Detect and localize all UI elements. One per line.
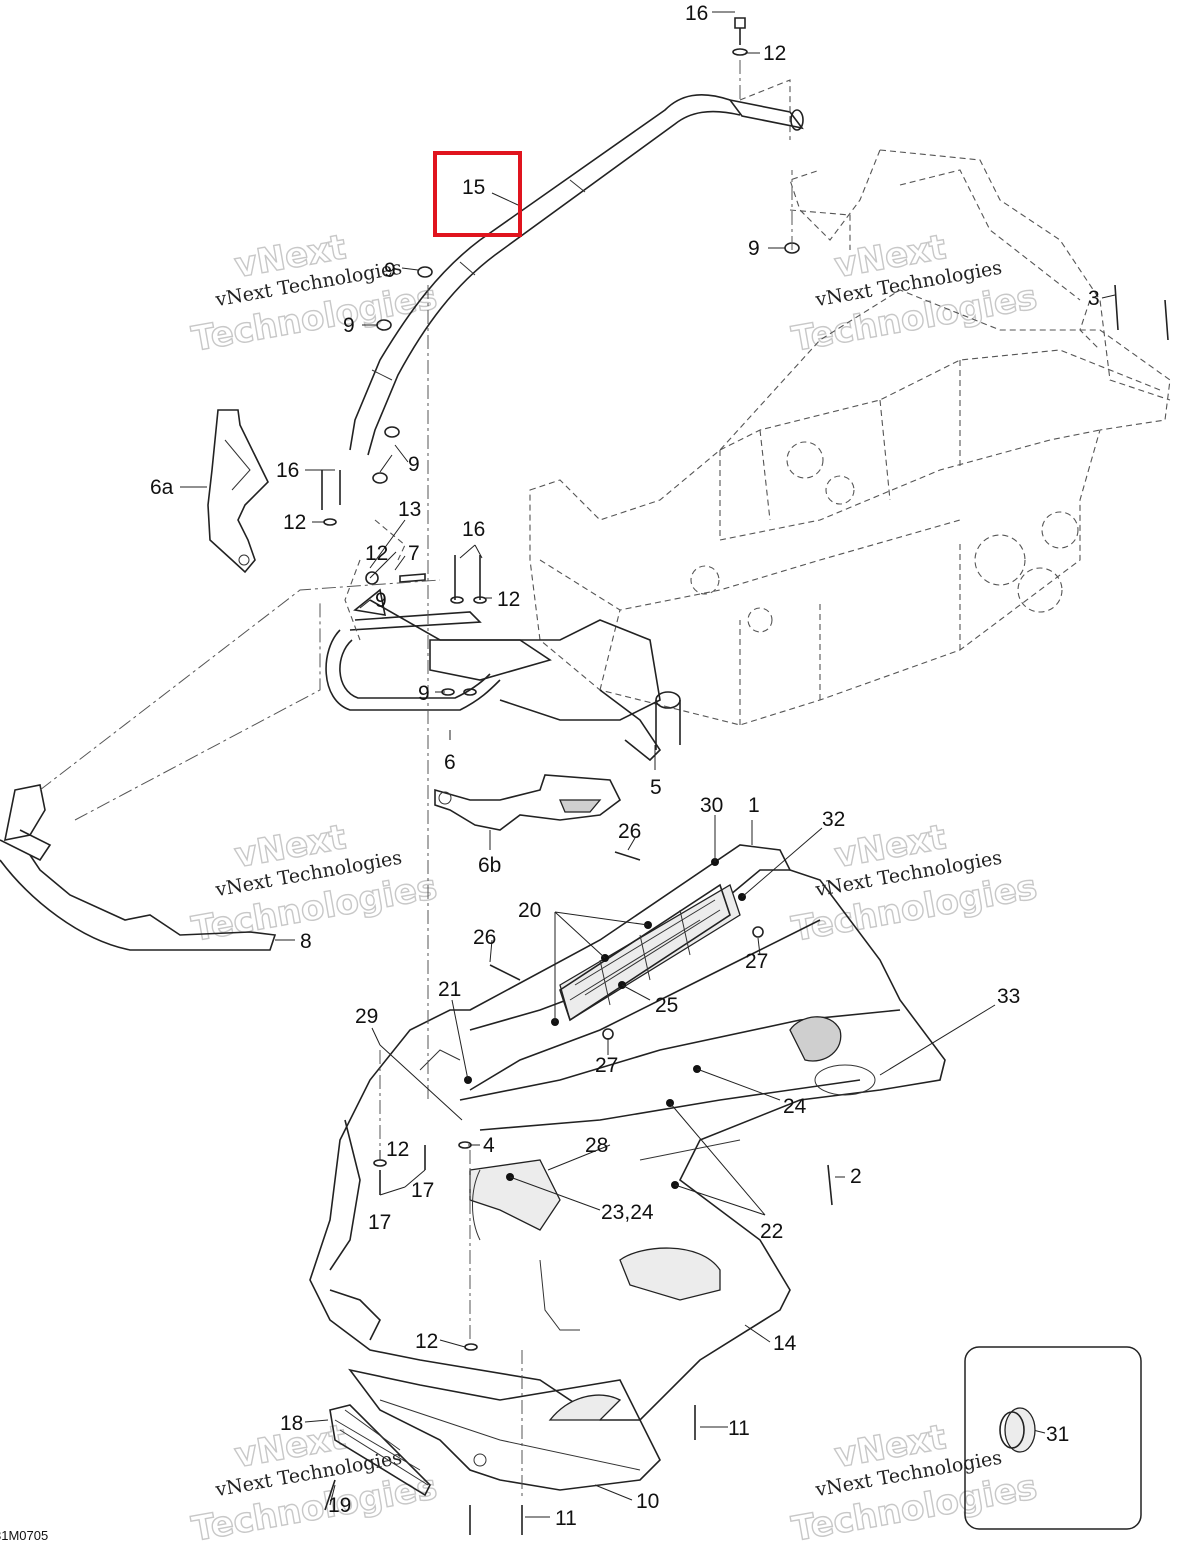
callout-23-24: 23,24	[601, 1201, 654, 1224]
callout-6a: 6a	[150, 476, 174, 499]
highlight-box	[433, 151, 522, 237]
callout-13: 13	[398, 498, 421, 521]
bumper-structure	[325, 519, 681, 762]
callout-12e: 12	[386, 1138, 409, 1161]
callout-14: 14	[773, 1332, 797, 1355]
callout-9a: 9	[384, 259, 396, 282]
callout-30: 30	[700, 794, 723, 817]
callout-28: 28	[585, 1134, 608, 1157]
watermark-top-right: vNext Technologies vNext Technologies	[788, 227, 1041, 361]
callout-12b: 12	[283, 511, 306, 534]
callout-11a: 11	[728, 1417, 750, 1440]
callout-labels: 16 12 15 9 9 9 3 6a 9 16 13 12 12 7 16 1…	[150, 2, 1100, 1530]
skid-plate-part-10	[348, 1368, 661, 1491]
callout-8: 8	[300, 930, 312, 953]
steering-bar-part-15	[349, 79, 804, 456]
watermark-top-left: vNext Technologies vNext Technologies	[188, 227, 441, 361]
callout-12d: 12	[497, 588, 520, 611]
callout-27a: 27	[745, 950, 768, 973]
callout-20: 20	[518, 899, 541, 922]
leader-lines	[180, 11, 1116, 1518]
callout-12a: 12	[763, 42, 786, 65]
callout-18: 18	[280, 1412, 303, 1435]
callout-11b: 11	[555, 1507, 577, 1530]
callout-16b: 16	[276, 459, 299, 482]
callout-4: 4	[483, 1134, 495, 1157]
callout-7: 7	[408, 542, 420, 565]
callout-27b: 27	[595, 1054, 618, 1077]
callout-17b: 17	[368, 1211, 391, 1234]
fastener-symbols	[321, 17, 1169, 1535]
front-bumper-part-8	[0, 579, 441, 951]
callout-12f: 12	[415, 1330, 438, 1353]
callout-9d: 9	[408, 453, 420, 476]
callout-9c: 9	[748, 237, 760, 260]
watermark-mid-right: vNext Technologies vNext Technologies	[788, 817, 1041, 951]
callout-25: 25	[655, 994, 678, 1017]
callout-12c: 12	[365, 542, 388, 565]
watermark-bottom-left: vNext Technologies vNext Technologies	[188, 1417, 441, 1545]
callout-31: 31	[1046, 1423, 1069, 1446]
callout-1: 1	[748, 794, 760, 817]
callout-17a: 17	[411, 1179, 434, 1202]
callout-22: 22	[760, 1220, 783, 1243]
mesh-panel-part-25	[559, 883, 731, 1022]
callout-9e: 9	[375, 589, 387, 612]
callout-9b: 9	[343, 314, 355, 337]
callout-26a: 26	[618, 820, 641, 843]
inset-box-part-31	[964, 1346, 1142, 1530]
callout-2: 2	[850, 1165, 862, 1188]
grille-part-18	[329, 1404, 431, 1497]
callout-24: 24	[783, 1095, 807, 1118]
callout-16c: 16	[462, 518, 485, 541]
callout-29: 29	[355, 1005, 378, 1028]
callout-15: 15	[462, 176, 485, 199]
callout-6: 6	[444, 751, 456, 774]
callout-26b: 26	[473, 926, 496, 949]
callout-21: 21	[438, 978, 461, 1001]
document-id: 31M0705	[0, 1528, 48, 1543]
callout-5: 5	[650, 776, 662, 799]
bracket-6a	[207, 409, 269, 574]
callout-9f: 9	[418, 682, 430, 705]
callout-10: 10	[636, 1490, 659, 1513]
callout-6b: 6b	[478, 854, 501, 877]
callout-3: 3	[1088, 287, 1100, 310]
callout-19: 19	[328, 1494, 351, 1517]
callout-16a: 16	[685, 2, 708, 25]
chassis-frame	[529, 149, 1171, 726]
bellypan-assembly	[309, 844, 946, 1421]
bracket-6b	[434, 774, 622, 831]
watermark-mid-left: vNext Technologies vNext Technologies	[188, 817, 441, 951]
alignment-lines	[379, 60, 793, 1500]
callout-33: 33	[997, 985, 1020, 1008]
callout-32: 32	[822, 808, 845, 831]
